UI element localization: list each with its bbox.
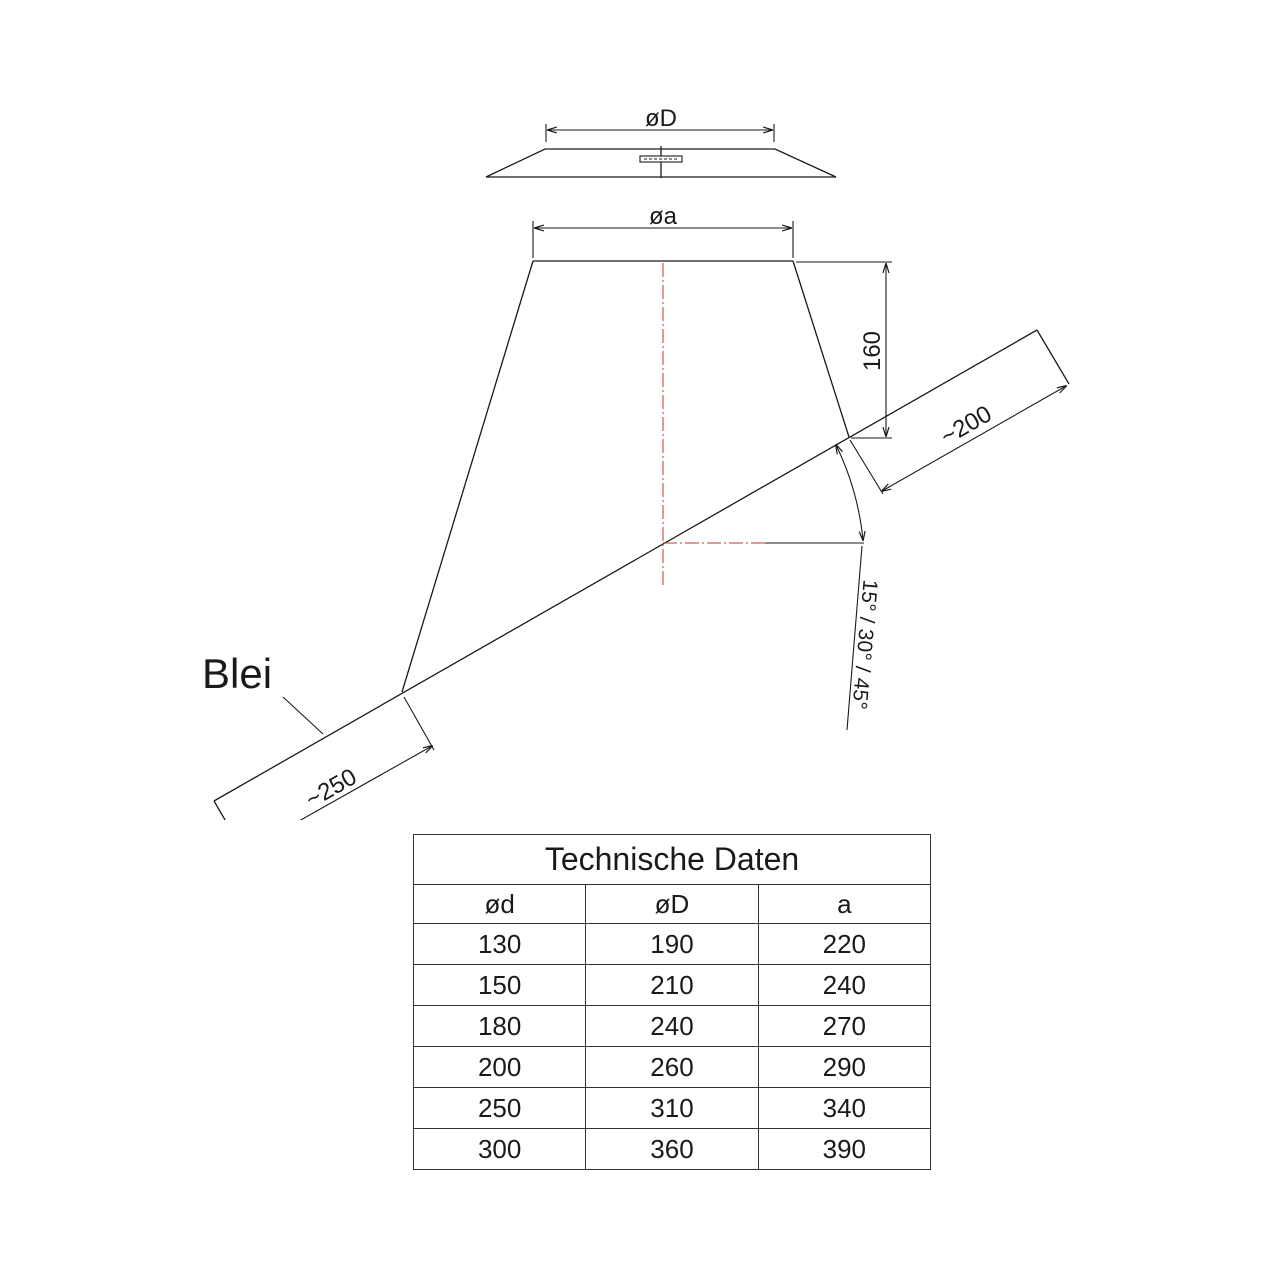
outer-diameter-dimension: øD: [545, 105, 775, 142]
length-left-label: ~250: [301, 763, 361, 813]
table-cell: 310: [585, 1087, 759, 1129]
table-cell: 130: [412, 923, 587, 965]
table-cell: 270: [757, 1005, 932, 1047]
lead-plate: [213, 329, 1070, 820]
material-label: Blei: [202, 650, 272, 697]
table-row: 200 260 290: [412, 1046, 932, 1088]
height-label: 160: [859, 331, 886, 371]
table-row: 180 240 270: [412, 1005, 932, 1047]
cone-body: [401, 260, 850, 693]
table-cell: 300: [412, 1128, 587, 1170]
table-cell: 240: [757, 964, 932, 1006]
table-cell: 240: [585, 1005, 759, 1047]
material-callout: Blei: [202, 650, 324, 735]
table-row: 130 190 220: [412, 923, 932, 965]
length-left-dimension: ~250: [244, 696, 434, 820]
inner-diameter-dimension: øa: [532, 203, 794, 258]
technical-drawing: øD øa 160 ~200 ~250: [202, 105, 1070, 820]
table-cell: 390: [757, 1128, 932, 1170]
table-header-row: ød øD a: [412, 884, 932, 924]
table-cell: 340: [757, 1087, 932, 1129]
table-cell: 250: [412, 1087, 587, 1129]
centerlines: [662, 263, 765, 585]
table-cell: 290: [757, 1046, 932, 1088]
table-title: Technische Daten: [413, 834, 931, 885]
table-row: 150 210 240: [412, 964, 932, 1006]
table-cell: 190: [585, 923, 759, 965]
technical-data-table: Technische Daten ød øD a 130 190 220 150…: [412, 834, 932, 1170]
table-row: 250 310 340: [412, 1087, 932, 1129]
table-row: 300 360 390: [412, 1128, 932, 1170]
table-cell: 180: [412, 1005, 587, 1047]
height-dimension: 160: [796, 261, 892, 439]
storm-collar: [485, 146, 837, 178]
table-cell: 150: [412, 964, 587, 1006]
outer-diameter-label: øD: [645, 105, 677, 132]
angle-indicator: 15° / 30° / 45°: [836, 445, 882, 731]
angle-label: 15° / 30° / 45°: [847, 579, 881, 711]
table-cell: 360: [585, 1128, 759, 1170]
inner-diameter-label: øa: [649, 203, 678, 230]
table-cell: 260: [585, 1046, 759, 1088]
header-cell: ød: [412, 884, 587, 924]
table-cell: 200: [412, 1046, 587, 1088]
table-cell: 220: [757, 923, 932, 965]
length-right-dimension: ~200: [849, 386, 1066, 495]
header-cell: øD: [585, 884, 759, 924]
header-cell: a: [757, 884, 932, 924]
table-cell: 210: [585, 964, 759, 1006]
